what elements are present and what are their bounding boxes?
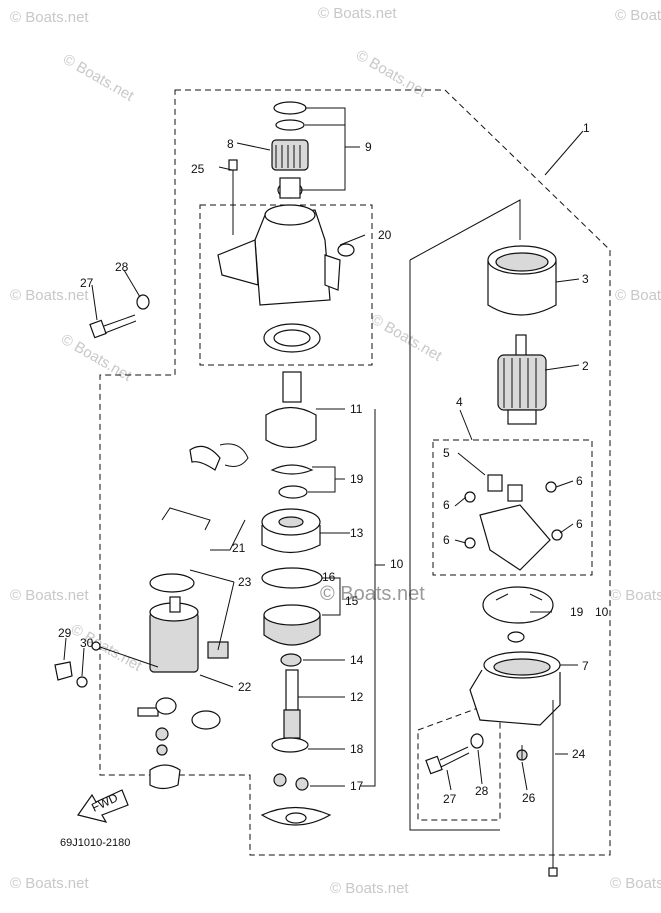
callout-labels: 1 2 3 4 5 6 6 6 6 6 7 8 9 10 10 11 12 13…: [58, 121, 609, 806]
callout-29: 29: [58, 626, 72, 640]
callout-6d: 6: [443, 533, 450, 547]
planet-gears-18: [260, 773, 332, 826]
callout-25: 25: [191, 162, 205, 176]
callout-2: 2: [582, 359, 589, 373]
watermark: © Boats.net: [330, 880, 409, 897]
right-bolts: [425, 700, 558, 877]
solenoid-22: [149, 573, 229, 673]
callout-28-right: 28: [475, 784, 489, 798]
callout-3: 3: [582, 272, 589, 286]
callout-12: 12: [350, 690, 364, 704]
watermark-layer: © Boats.net © Boats.net © Boats.net © Bo…: [10, 5, 661, 897]
callout-26: 26: [522, 791, 536, 805]
drive-shaft-12: [271, 669, 309, 753]
rear-cover-7: [469, 651, 561, 726]
armature-2: [497, 334, 547, 425]
callout-24: 24: [572, 747, 586, 761]
callout-1: 1: [583, 121, 590, 135]
watermark: © Boats.net: [10, 287, 89, 304]
callout-23: 23: [238, 575, 252, 589]
fwd-arrow-icon: FWD: [77, 789, 129, 823]
callout-22: 22: [238, 680, 252, 694]
callout-9: 9: [365, 140, 372, 154]
callout-20: 20: [378, 228, 392, 242]
watermark: © Boats.net: [615, 287, 661, 304]
callout-19: 19: [350, 472, 364, 486]
watermark-center: © Boats.net: [320, 583, 425, 605]
watermark: © Boats.net: [10, 587, 89, 604]
callout-30: 30: [80, 636, 94, 650]
clip-19-group: [270, 464, 314, 499]
planet-carrier-13: [261, 508, 321, 554]
callout-27-right: 27: [443, 792, 457, 806]
callout-16: 16: [322, 570, 336, 584]
watermark: © Boats.net: [615, 7, 661, 24]
callout-14: 14: [350, 653, 364, 667]
internal-gear-15: [261, 567, 323, 646]
callout-18: 18: [350, 742, 364, 756]
callout-6a: 6: [576, 474, 583, 488]
bolt-27-left: [89, 294, 150, 339]
callout-28-left: 28: [115, 260, 129, 274]
end-plate-19-right: [482, 586, 554, 643]
watermark: © Boats.net: [610, 875, 661, 892]
callout-8: 8: [227, 137, 234, 151]
bolt-25: [228, 159, 238, 235]
callout-6c: 6: [576, 517, 583, 531]
pinion-gear-group: [271, 101, 309, 199]
callout-15: 15: [345, 594, 359, 608]
front-bracket-20: [217, 204, 355, 353]
watermark: © Boats.net: [58, 331, 135, 385]
yoke-3: [487, 245, 557, 316]
callout-6b: 6: [443, 498, 450, 512]
solenoid-hardware: [137, 697, 221, 790]
washer-14: [280, 653, 302, 667]
callout-17: 17: [350, 779, 364, 793]
callout-27-left: 27: [80, 276, 94, 290]
watermark: © Boats.net: [10, 9, 89, 26]
leader-lines: [63, 107, 584, 791]
callout-5: 5: [443, 446, 450, 460]
callout-10-right: 10: [595, 605, 609, 619]
watermark: © Boats.net: [318, 5, 397, 22]
callout-7: 7: [582, 659, 589, 673]
diagram-code: 69J1010-2180: [60, 837, 130, 849]
assembly-outlines: [99, 89, 611, 856]
callout-13: 13: [350, 526, 364, 540]
nut-29-washer-30: [54, 641, 159, 688]
watermark: © Boats.net: [368, 311, 445, 365]
brush-holder-4: [464, 474, 563, 571]
watermark: © Boats.net: [10, 875, 89, 892]
watermark: © Boats.net: [60, 51, 137, 105]
callout-11: 11: [350, 402, 363, 416]
callout-19-right: 19: [570, 605, 584, 619]
watermark: © Boats.net: [353, 47, 430, 101]
shift-lever-21: [161, 443, 249, 531]
callout-21: 21: [232, 541, 246, 555]
callout-4: 4: [456, 395, 463, 409]
clutch-shaft-11: [265, 371, 317, 449]
watermark: © Boats.net: [610, 587, 661, 604]
callout-10: 10: [390, 557, 404, 571]
